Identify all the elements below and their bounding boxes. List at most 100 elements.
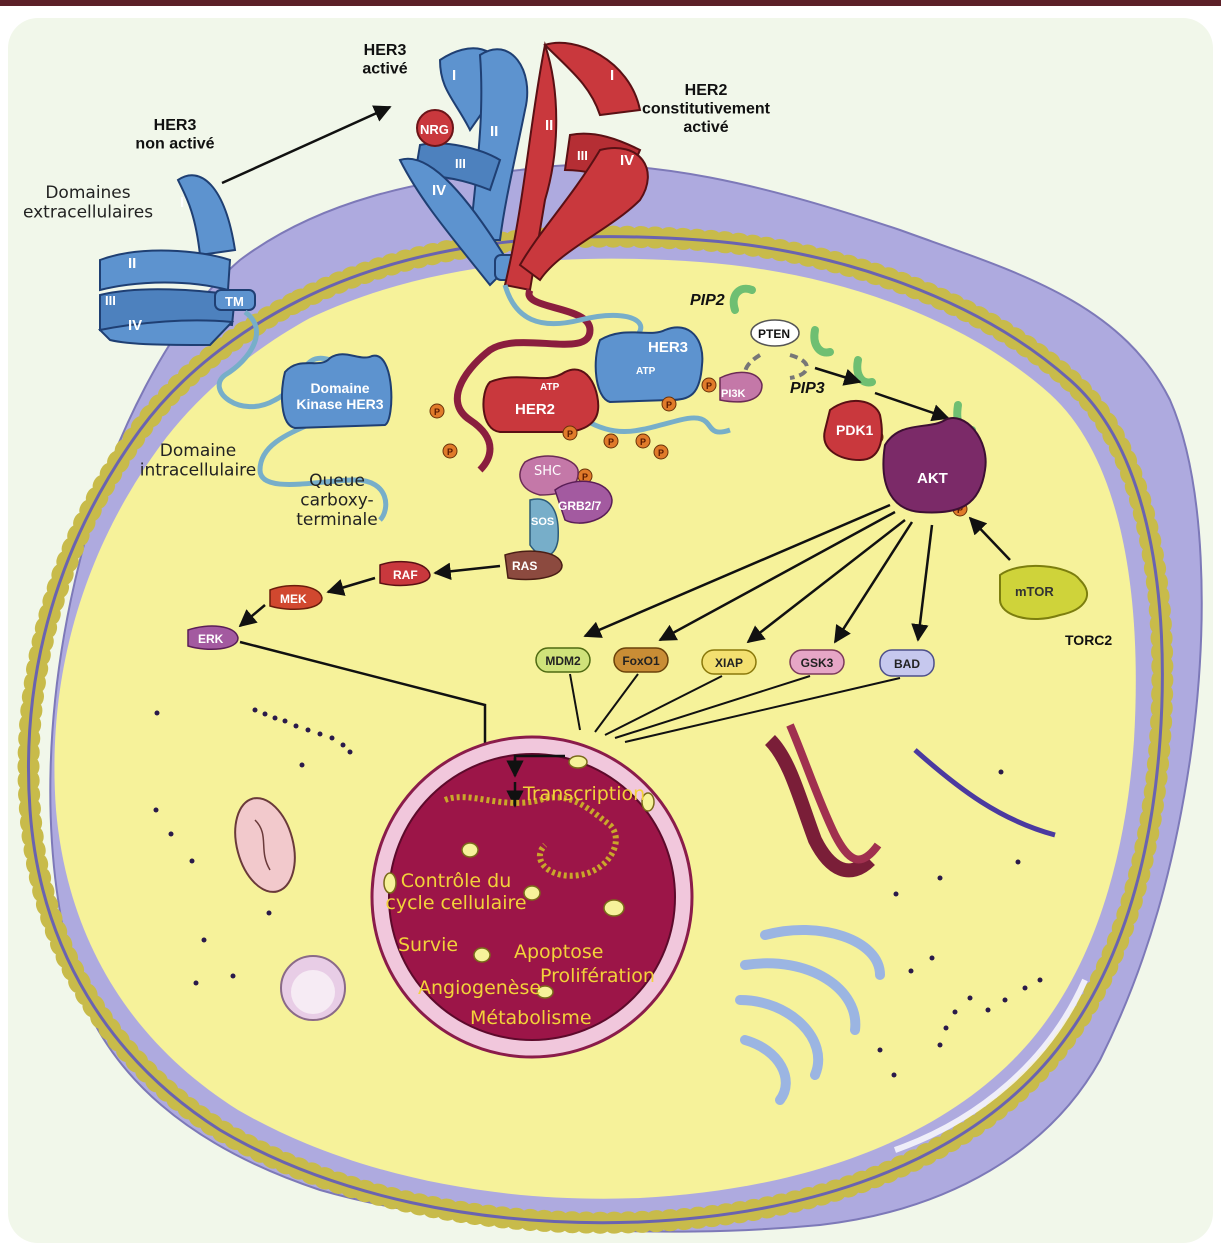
- ras-label: RAS: [512, 559, 537, 573]
- her3-active-domain-i: I: [452, 67, 456, 84]
- phospho-5: P: [608, 437, 614, 447]
- her3-intracellular-loop: [502, 284, 731, 435]
- pdk1-enzyme: [823, 399, 883, 462]
- vesicle: [280, 955, 346, 1021]
- target-foxo1-label: FoxO1: [622, 654, 660, 668]
- golgi-apparatus: [735, 924, 885, 1105]
- membrane-inner-line: [26, 235, 1164, 1225]
- erk-kinase: [187, 625, 239, 651]
- ras-gtpase: [504, 550, 563, 581]
- mtor-complex: [999, 564, 1089, 620]
- raf-to-mek-arrow: [326, 576, 376, 596]
- grb-adapter: [554, 480, 613, 524]
- her3-active-receptor: NRG I II III IV: [398, 47, 529, 287]
- raf-kinase: [379, 560, 431, 587]
- pten-label: PTEN: [758, 327, 790, 341]
- erk-label: ERK: [198, 632, 224, 646]
- mek-to-erk-arrow: [238, 604, 266, 628]
- her2-domain-iii: III: [577, 148, 588, 163]
- akt-label: AKT: [917, 470, 948, 487]
- her3-inactive-receptor: I II III IV TM: [97, 174, 256, 347]
- activation-arrow: [221, 105, 392, 185]
- her3-active-domain-iii: III: [455, 156, 466, 171]
- mtor-to-akt-arrow: [968, 516, 1011, 561]
- akt-target-arrows: [583, 503, 934, 644]
- pdk1-to-akt-arrow: [874, 391, 950, 422]
- transcription-label: Transcription: [522, 783, 645, 805]
- target-bad-label: BAD: [894, 657, 920, 671]
- sos-label: SOS: [531, 516, 554, 528]
- pip3-to-pdk1-arrow: [814, 366, 862, 386]
- pi3k-enzyme: [719, 371, 763, 403]
- nrg-ligand: [416, 109, 454, 147]
- nrg-label: NRG: [420, 122, 449, 137]
- her3-kinase-domain-dimer: [594, 326, 704, 404]
- her3-inactive-domain-iii: III: [105, 293, 116, 308]
- pip-lipid-1: [729, 284, 756, 314]
- transmembrane-label: TM: [225, 294, 244, 309]
- angiogenesis-label: Angiogenèse: [418, 977, 541, 999]
- her3-kinase-domain: [281, 353, 393, 430]
- mitochondrion: [234, 797, 296, 893]
- atp-her3: ATP: [636, 366, 656, 377]
- her2-kinase-label: HER2: [515, 401, 555, 418]
- her3-inactive-domain-ii: II: [128, 255, 136, 272]
- atp-her2: ATP: [540, 382, 560, 393]
- torc2-label: TORC2: [1065, 632, 1112, 648]
- apoptosis-label: Apoptose: [514, 941, 603, 963]
- endoplasmic-reticulum: [764, 723, 882, 878]
- pip2-label: PIP2: [690, 292, 725, 309]
- her2-receptor: I II III IV: [503, 41, 649, 292]
- phospho-11: P: [957, 505, 963, 515]
- her2-domain-ii: II: [545, 117, 553, 134]
- her3-active-domain-iv: IV: [432, 182, 446, 199]
- ras-to-raf-arrow: [433, 562, 501, 581]
- proliferation-label: Prolifération: [540, 965, 655, 987]
- grb-label: GRB2/7: [558, 499, 602, 513]
- dna-strand: [443, 794, 619, 879]
- her2-intracellular-chain: [453, 288, 594, 473]
- her3-inactive-domain-iv: IV: [128, 317, 142, 334]
- phospho-9: P: [706, 381, 712, 391]
- target-xiap: XIAP: [701, 649, 757, 675]
- phospho-3: P: [567, 429, 573, 439]
- mek-kinase: [269, 584, 323, 611]
- target-xiap-label: XIAP: [715, 656, 743, 670]
- membrane-highlight: [894, 978, 1088, 1153]
- her2-domain-i: I: [610, 67, 614, 84]
- ribosomes: [153, 707, 1043, 1078]
- pi3k-label: PI3K: [721, 388, 746, 400]
- target-mdm2: MDM2: [535, 647, 591, 673]
- her2-domain-iv: IV: [620, 152, 634, 169]
- target-mdm2-label: MDM2: [545, 654, 581, 668]
- phospho-7: P: [658, 448, 664, 458]
- raf-label: RAF: [393, 568, 418, 582]
- target-foxo1: FoxO1: [613, 647, 669, 673]
- target-to-nucleus-lines: [569, 673, 901, 743]
- target-bad: BAD: [879, 649, 935, 677]
- her3-inactive-domain-i: I: [180, 194, 184, 211]
- akt-kinase: [882, 417, 987, 514]
- pip-lipid-2: [810, 326, 834, 357]
- target-gsk3: GSK3: [789, 649, 845, 675]
- survival-label: Survie: [398, 934, 458, 956]
- pip3-label: PIP3: [790, 380, 825, 397]
- pten-enzyme: [750, 319, 800, 347]
- metabolism-label: Métabolisme: [470, 1007, 592, 1029]
- phospho-6: P: [640, 437, 646, 447]
- phospho-1: P: [434, 407, 440, 417]
- phospho-4: P: [582, 472, 588, 482]
- nuclear-pores: [383, 755, 655, 999]
- phospho-8: P: [666, 400, 672, 410]
- pdk1-label: PDK1: [836, 422, 874, 438]
- her3-kinase-label: HER3: [648, 339, 688, 356]
